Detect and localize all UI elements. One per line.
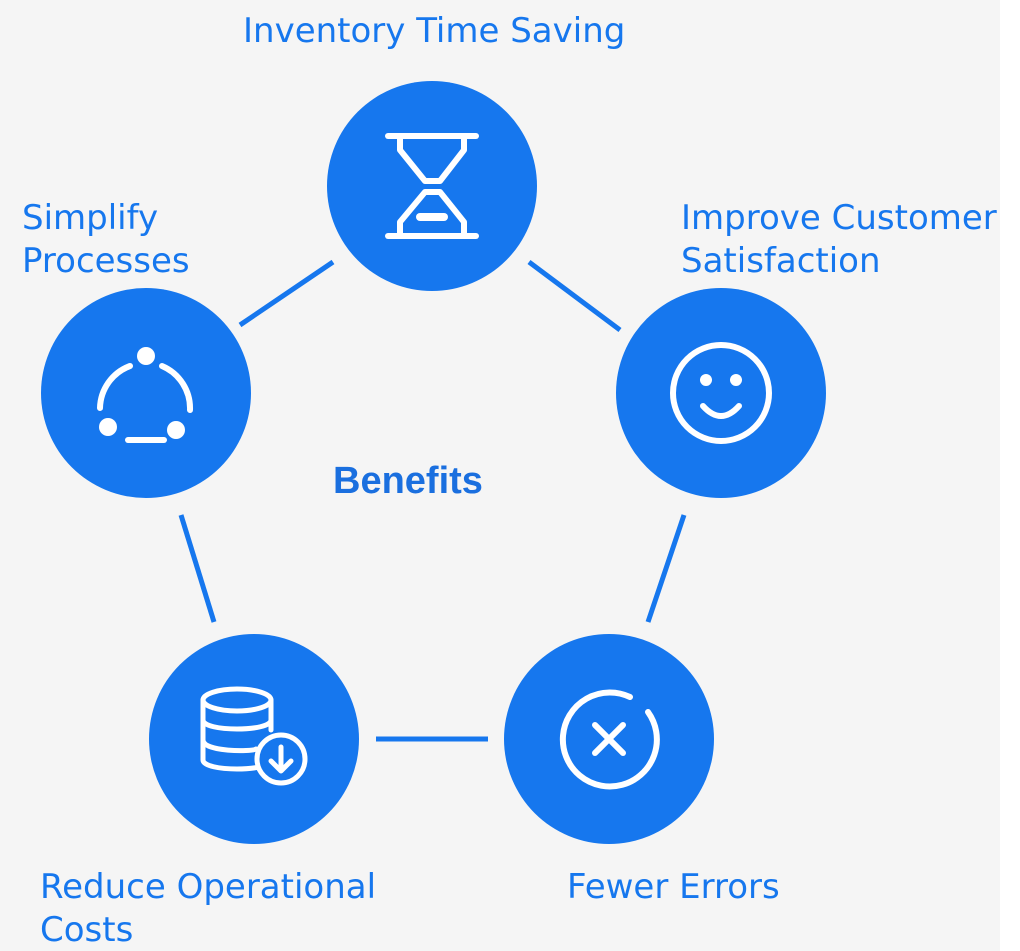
node-inventory-circle	[327, 81, 537, 291]
node-customer	[616, 288, 826, 498]
database-download-icon	[200, 686, 308, 786]
connector-simplify-inventory	[238, 259, 335, 328]
node-costs	[149, 634, 359, 844]
node-customer-circle	[616, 288, 826, 498]
hourglass-icon	[385, 133, 479, 239]
node-simplify	[41, 288, 251, 498]
node-costs-circle	[149, 634, 359, 844]
node-simplify-circle	[41, 288, 251, 498]
smiley-face-icon	[670, 342, 772, 444]
node-inventory	[327, 81, 537, 291]
connector-costs-simplify	[178, 514, 217, 623]
circle-x-icon	[559, 689, 660, 790]
connector-inventory-customer	[527, 259, 622, 333]
node-errors	[504, 634, 714, 844]
center-title: Benefits	[333, 460, 483, 502]
cycle-dots-icon	[97, 347, 194, 443]
label-inventory: Inventory Time Saving	[243, 11, 626, 51]
label-errors: Fewer Errors	[567, 867, 780, 907]
label-customer: Improve Customer Satisfaction	[681, 198, 997, 281]
connector-customer-errors	[645, 514, 687, 623]
label-simplify: Simplify Processes	[22, 198, 190, 281]
connectors	[178, 259, 687, 742]
label-costs: Reduce Operational Costs	[40, 867, 377, 950]
